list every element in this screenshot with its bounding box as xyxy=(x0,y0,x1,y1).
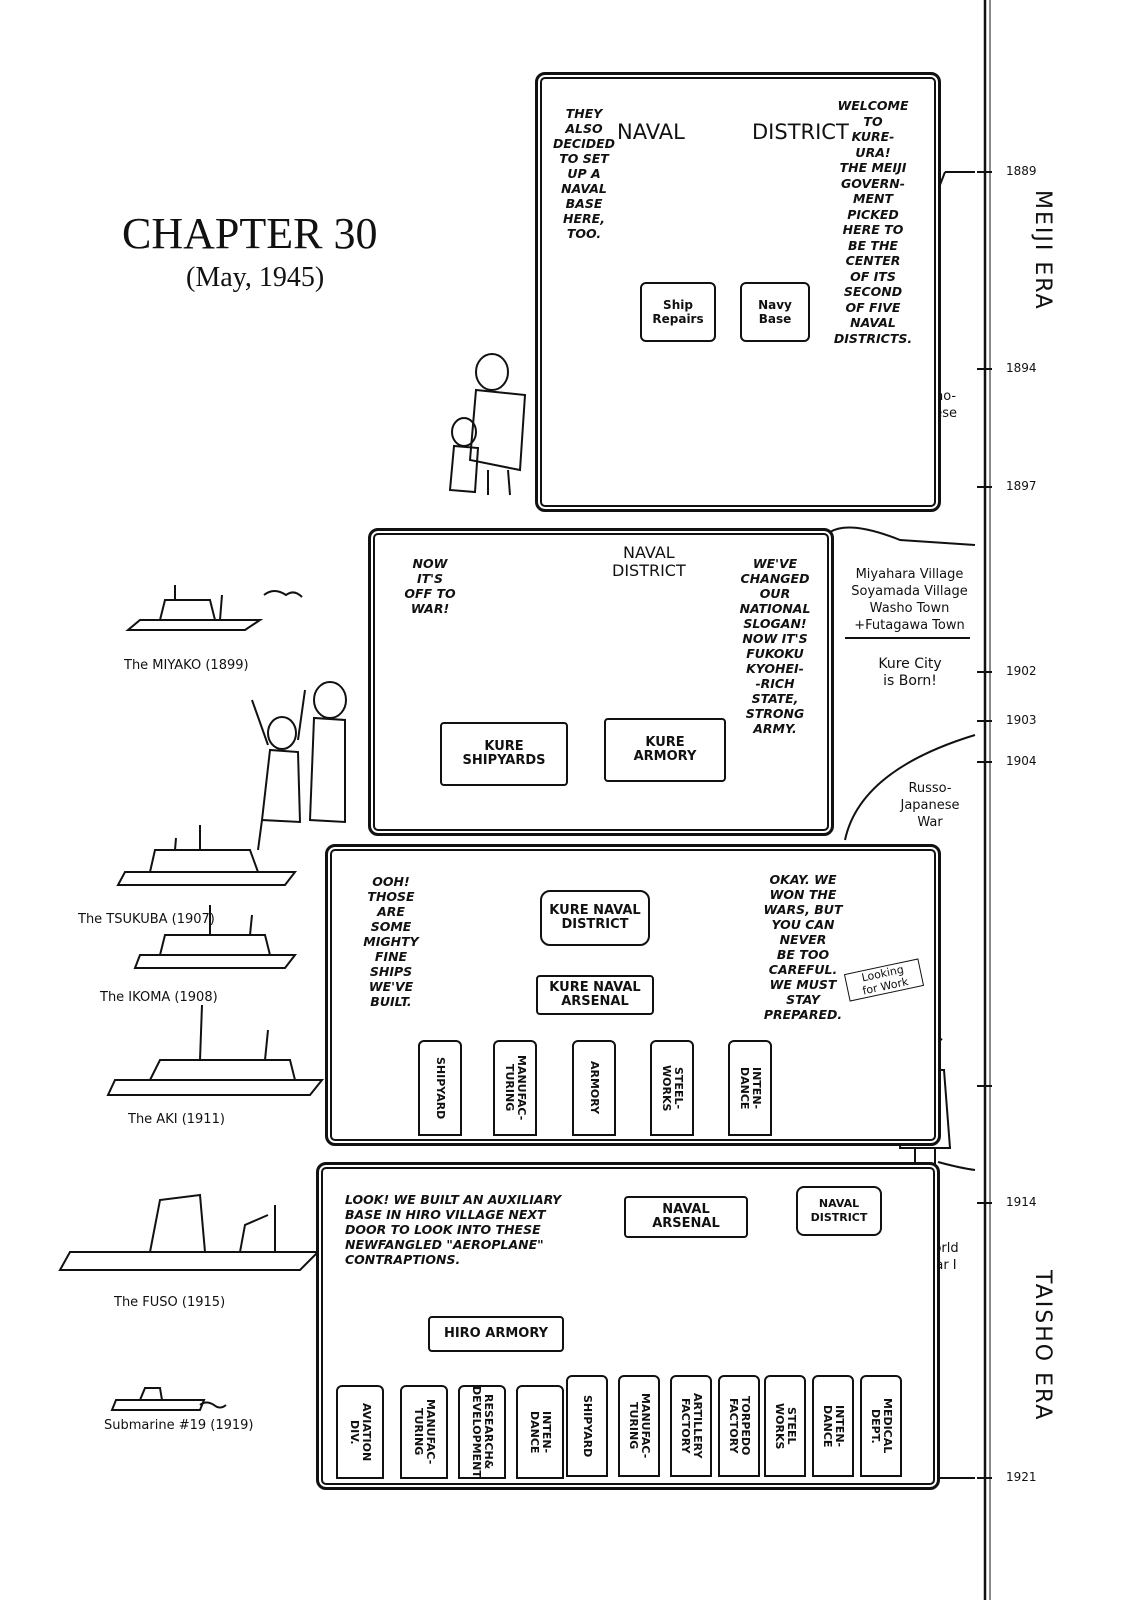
ship-label-ikoma: The IKOMA (1908) xyxy=(100,990,218,1005)
box-manufacturing: MANUFAC- TURING xyxy=(493,1040,537,1136)
year-1894: 1894 xyxy=(1006,361,1037,375)
year-1904: 1904 xyxy=(1006,754,1037,768)
box-hiro-armory: HIRO ARMORY xyxy=(428,1316,564,1352)
panel1-right-text: WELCOME TO KURE- URA! THE MEIJI GOVERN- … xyxy=(833,98,913,346)
box-naval-district: NAVAL DISTRICT xyxy=(796,1186,882,1236)
year-1921: 1921 xyxy=(1006,1470,1037,1484)
ship-label-fuso: The FUSO (1915) xyxy=(114,1295,226,1310)
panel3-left-text: OOH! THOSE ARE SOME MIGHTY FINE SHIPS WE… xyxy=(363,874,419,1009)
panel1-left-text: THEY ALSO DECIDED TO SET UP A NAVAL BASE… xyxy=(552,106,616,241)
era-taisho: TAISHO ERA xyxy=(1030,1270,1055,1422)
event-kure-city-born: Kure City is Born! xyxy=(878,656,942,689)
box-arsenal-shipyard: SHIPYARD xyxy=(566,1375,608,1477)
year-1902: 1902 xyxy=(1006,664,1037,678)
year-1897: 1897 xyxy=(1006,479,1037,493)
panel4-caption: LOOK! WE BUILT AN AUXILIARY BASE IN HIRO… xyxy=(345,1192,562,1267)
year-1914: 1914 xyxy=(1006,1195,1037,1209)
box-naval-arsenal: NAVAL ARSENAL xyxy=(624,1196,748,1238)
box-kure-naval-arsenal: KURE NAVAL ARSENAL xyxy=(536,975,654,1015)
box-research-development: RESEARCH& DEVELOPMENT xyxy=(458,1385,506,1479)
box-hiro-intendance: INTEN- DANCE xyxy=(516,1385,564,1479)
box-torpedo-factory: TORPEDO FACTORY xyxy=(718,1375,760,1477)
ship-label-submarine-19: Submarine #19 (1919) xyxy=(104,1418,254,1433)
box-artillery-factory: ARTILLERY FACTORY xyxy=(670,1375,712,1477)
box-arsenal-intendance: INTEN- DANCE xyxy=(812,1375,854,1477)
box-kure-armory: KURE ARMORY xyxy=(604,718,726,782)
box-navy-base: Navy Base xyxy=(740,282,810,342)
panel1-heading-district: DISTRICT xyxy=(752,120,849,144)
event-villages-merge: Miyahara Village Soyamada Village Washo … xyxy=(851,567,968,633)
panel3-right-text: OKAY. WE WON THE WARS, BUT YOU CAN NEVER… xyxy=(763,872,843,1022)
era-meiji: MEIJI ERA xyxy=(1030,190,1055,311)
chapter-title: CHAPTER 30 xyxy=(122,209,378,258)
panel-1 xyxy=(535,72,941,512)
box-hiro-manufacturing: MANUFAC- TURING xyxy=(400,1385,448,1479)
chapter-subtitle: (May, 1945) xyxy=(186,262,325,293)
panel2-left-text: NOW IT'S OFF TO WAR! xyxy=(404,556,456,616)
box-steelworks: STEEL- WORKS xyxy=(650,1040,694,1136)
ship-label-tsukuba: The TSUKUBA (1907) xyxy=(78,912,215,927)
box-kure-shipyards: KURE SHIPYARDS xyxy=(440,722,568,786)
box-aviation-div: AVIATION DIV. xyxy=(336,1385,384,1479)
box-medical-dept: MEDICAL DEPT. xyxy=(860,1375,902,1477)
event-russo-japanese-war: Russo- Japanese War xyxy=(900,781,960,830)
year-1889: 1889 xyxy=(1006,164,1037,178)
panel1-heading-naval: NAVAL xyxy=(617,120,685,144)
box-steel-works: STEEL WORKS xyxy=(764,1375,806,1477)
box-kure-naval-district: KURE NAVAL DISTRICT xyxy=(540,890,650,946)
panel-2 xyxy=(368,528,834,836)
panel2-right-text: WE'VE CHANGED OUR NATIONAL SLOGAN! NOW I… xyxy=(739,556,811,736)
box-ship-repairs: Ship Repairs xyxy=(640,282,716,342)
panel2-heading: NAVAL DISTRICT xyxy=(612,543,686,580)
ship-label-aki: The AKI (1911) xyxy=(128,1112,225,1127)
year-1903: 1903 xyxy=(1006,713,1037,727)
ship-label-miyako: The MIYAKO (1899) xyxy=(124,658,249,673)
box-shipyard: SHIPYARD xyxy=(418,1040,462,1136)
box-arsenal-manufacturing: MANUFAC- TURING xyxy=(618,1375,660,1477)
box-armory: ARMORY xyxy=(572,1040,616,1136)
box-intendance: INTEN- DANCE xyxy=(728,1040,772,1136)
